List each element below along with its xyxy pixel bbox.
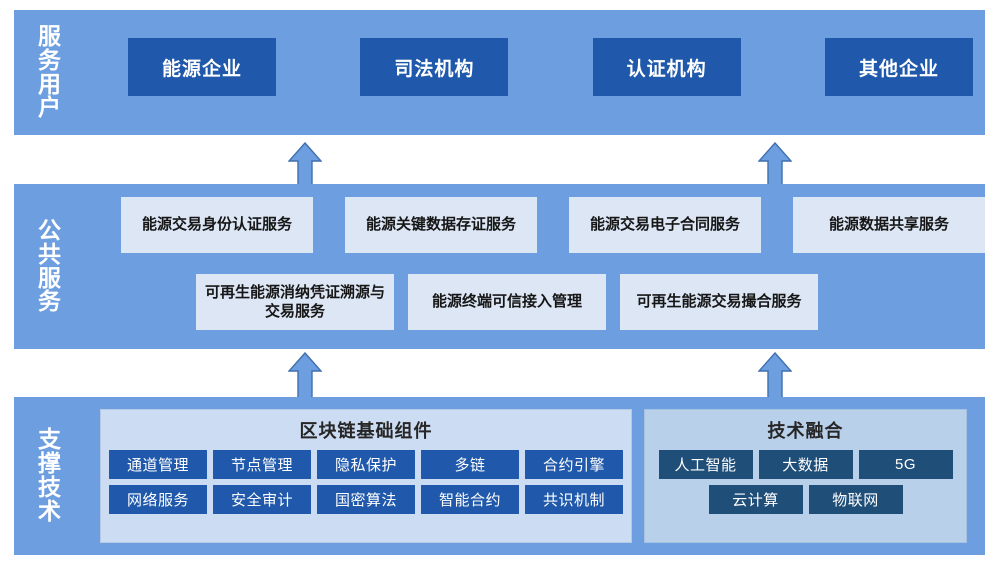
layer-public-services: 公 共 服 务 能源交易身份认证服务 能源关键数据存证服务 能源交易电子合同服务…: [14, 184, 985, 349]
chip-label: 人工智能: [674, 457, 737, 474]
layer-body-public-services: 能源交易身份认证服务 能源关键数据存证服务 能源交易电子合同服务 能源数据共享服…: [86, 184, 985, 349]
layer-service-users: 服 务 用 户 能源企业 司法机构 认证机构 其他企业: [14, 10, 985, 135]
service-user-box-judicial-institution[interactable]: 司法机构: [360, 38, 509, 96]
public-service-box-terminal-trusted-access[interactable]: 能源终端可信接入管理: [408, 274, 606, 330]
blockchain-chip-row-2: 网络服务 安全审计 国密算法 智能合约 共识机制: [109, 485, 623, 514]
blockchain-chip-security-audit[interactable]: 安全审计: [213, 485, 311, 514]
arrow-public-to-users-right: [758, 142, 792, 190]
fusion-chip-row-2: 云计算 物联网: [708, 485, 903, 514]
chip-label: 云计算: [732, 492, 779, 509]
public-service-box-label: 能源关键数据存证服务: [365, 216, 516, 234]
public-service-box-identity-authentication[interactable]: 能源交易身份认证服务: [121, 197, 313, 253]
chip-label: 物联网: [832, 492, 879, 509]
chip-label: 隐私保护: [334, 457, 397, 474]
fusion-chip-artificial-intelligence[interactable]: 人工智能: [658, 450, 753, 479]
fusion-chip-internet-of-things[interactable]: 物联网: [808, 485, 903, 514]
layer-title-public-services-text: 公 共 服 务: [38, 216, 62, 315]
arrow-support-to-public-left: [288, 352, 322, 400]
public-service-box-label: 能源终端可信接入管理: [431, 293, 582, 311]
public-service-box-electronic-contract[interactable]: 能源交易电子合同服务: [569, 197, 761, 253]
blockchain-chip-multi-chain[interactable]: 多链: [421, 450, 519, 479]
blockchain-chip-node-management[interactable]: 节点管理: [213, 450, 311, 479]
support-panel-container: 区块链基础组件 通道管理 节点管理 隐私保护 多链: [100, 409, 967, 543]
fusion-chip-big-data[interactable]: 大数据: [758, 450, 853, 479]
public-service-box-label: 能源交易电子合同服务: [589, 216, 740, 234]
chip-label: 5G: [894, 456, 916, 473]
panel-blockchain-components: 区块链基础组件 通道管理 节点管理 隐私保护 多链: [100, 409, 632, 543]
public-service-box-key-data-evidence[interactable]: 能源关键数据存证服务: [345, 197, 537, 253]
chip-label: 国密算法: [334, 492, 397, 509]
arrow-up-icon: [288, 352, 322, 400]
chip-label: 共识机制: [542, 492, 605, 509]
arrow-up-icon: [758, 352, 792, 400]
arrow-support-to-public-right: [758, 352, 792, 400]
layer-body-support-technology: 区块链基础组件 通道管理 节点管理 隐私保护 多链: [86, 397, 985, 555]
blockchain-chip-row-1: 通道管理 节点管理 隐私保护 多链 合约引擎: [109, 450, 623, 479]
layer-title-service-users: 服 务 用 户: [14, 10, 86, 135]
fusion-chip-5g[interactable]: 5G: [858, 450, 953, 479]
panel-title-technology-fusion: 技术融合: [767, 421, 844, 441]
service-user-box-label: 司法机构: [394, 58, 475, 80]
blockchain-chip-contract-engine[interactable]: 合约引擎: [525, 450, 623, 479]
public-service-row-1: 能源交易身份认证服务 能源关键数据存证服务 能源交易电子合同服务 能源数据共享服…: [86, 197, 985, 253]
public-service-box-label: 可再生能源交易撮合服务: [636, 293, 802, 311]
public-service-box-label: 能源数据共享服务: [828, 216, 949, 234]
chip-label: 多链: [454, 457, 486, 474]
chip-label: 智能合约: [438, 492, 501, 509]
arrow-up-icon: [288, 142, 322, 190]
chip-label: 通道管理: [126, 457, 189, 474]
layer-title-support-technology: 支 撑 技 术: [14, 397, 86, 555]
layer-title-public-services: 公 共 服 务: [14, 184, 86, 349]
blockchain-chip-privacy-protection[interactable]: 隐私保护: [317, 450, 415, 479]
panel-title-blockchain-components: 区块链基础组件: [299, 421, 433, 441]
layer-body-service-users: 能源企业 司法机构 认证机构 其他企业: [86, 10, 985, 135]
public-service-box-label: 可再生能源消纳凭证溯源与交易服务: [204, 283, 385, 320]
arrow-up-icon: [758, 142, 792, 190]
chip-label: 节点管理: [230, 457, 293, 474]
public-service-row-2: 可再生能源消纳凭证溯源与交易服务 能源终端可信接入管理 可再生能源交易撮合服务: [86, 274, 985, 330]
blockchain-chip-network-service[interactable]: 网络服务: [109, 485, 207, 514]
panel-technology-fusion: 技术融合 人工智能 大数据 5G 云计算: [644, 409, 967, 543]
layer-title-support-technology-text: 支 撑 技 术: [38, 426, 62, 524]
layer-support-technology: 支 撑 技 术 区块链基础组件 通道管理 节点管理 隐私保护: [14, 397, 985, 555]
fusion-chip-cloud-computing[interactable]: 云计算: [708, 485, 803, 514]
public-service-box-label: 能源交易身份认证服务: [141, 216, 292, 234]
blockchain-chip-national-crypto-algorithm[interactable]: 国密算法: [317, 485, 415, 514]
public-service-box-data-sharing[interactable]: 能源数据共享服务: [793, 197, 985, 253]
chip-label: 网络服务: [126, 492, 189, 509]
blockchain-chip-channel-management[interactable]: 通道管理: [109, 450, 207, 479]
service-user-box-other-enterprise[interactable]: 其他企业: [824, 38, 973, 96]
public-service-box-renewable-certificate-tracing[interactable]: 可再生能源消纳凭证溯源与交易服务: [196, 274, 394, 330]
fusion-chip-row-1: 人工智能 大数据 5G: [658, 450, 953, 479]
service-user-box-row: 能源企业 司法机构 认证机构 其他企业: [86, 38, 985, 96]
chip-label: 安全审计: [230, 492, 293, 509]
chip-label: 大数据: [782, 457, 829, 474]
arrow-public-to-users-left: [288, 142, 322, 190]
service-user-box-certification-authority[interactable]: 认证机构: [592, 38, 741, 96]
blockchain-chip-consensus-mechanism[interactable]: 共识机制: [525, 485, 623, 514]
layer-title-service-users-text: 服 务 用 户: [38, 22, 62, 121]
service-user-box-label: 其他企业: [858, 58, 939, 80]
service-user-box-energy-enterprise[interactable]: 能源企业: [128, 38, 276, 96]
blockchain-chip-smart-contract[interactable]: 智能合约: [421, 485, 519, 514]
chip-label: 合约引擎: [542, 457, 605, 474]
public-service-box-renewable-trading-matching[interactable]: 可再生能源交易撮合服务: [620, 274, 818, 330]
service-user-box-label: 认证机构: [626, 58, 707, 80]
service-user-box-label: 能源企业: [161, 58, 242, 80]
